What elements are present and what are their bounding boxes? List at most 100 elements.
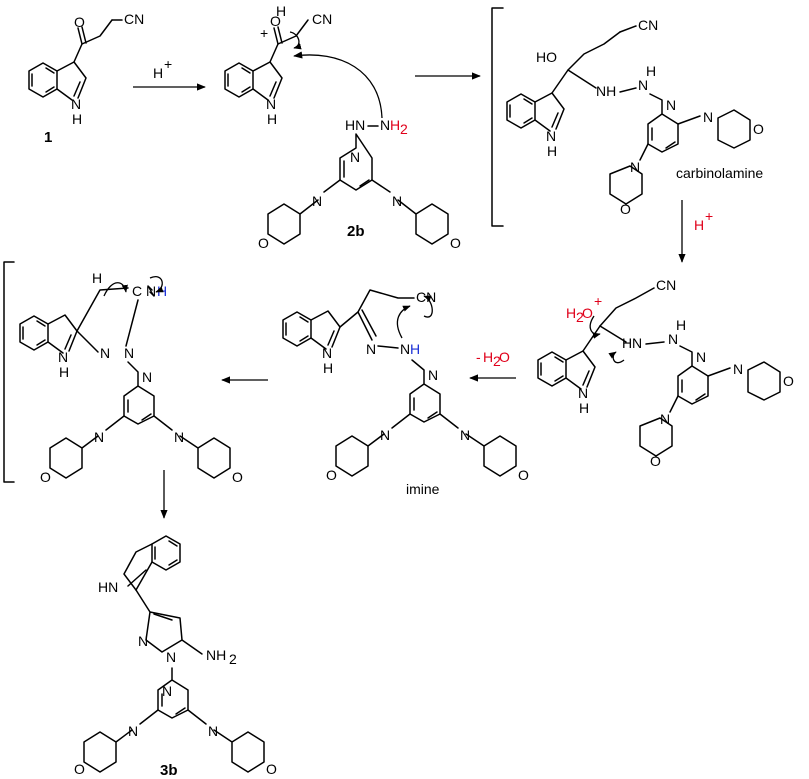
oxonium-h: H bbox=[622, 335, 632, 351]
triazine-n: N bbox=[428, 367, 438, 383]
oxonium-plus: + bbox=[594, 293, 602, 309]
carbinolamine-name: carbinolamine bbox=[676, 165, 763, 181]
morpholine-n-left: N bbox=[94, 429, 104, 445]
indole-nitrogen: N bbox=[546, 128, 556, 144]
morpholine-n-right: N bbox=[733, 361, 743, 377]
compound-label-2b: 2b bbox=[347, 223, 365, 240]
indole-hydrogen: H bbox=[72, 111, 82, 127]
morpholine-n-right: N bbox=[703, 109, 713, 125]
bracket-icon bbox=[491, 7, 504, 227]
reagent-h-step4: H bbox=[483, 349, 493, 365]
nitrile-label: CN bbox=[656, 277, 676, 293]
triazine-n: N bbox=[350, 149, 360, 165]
morpholine-o-right: O bbox=[753, 121, 764, 137]
reagent-h-step1: H bbox=[153, 65, 163, 81]
bracket-icon bbox=[3, 261, 15, 483]
compound-label-1: 1 bbox=[44, 129, 52, 146]
indole-nitrogen: N bbox=[266, 96, 276, 112]
indole-nitrogen: N bbox=[322, 345, 332, 361]
morpholine-o-right: O bbox=[232, 469, 243, 485]
protonated-ketone: + O H CN N H bbox=[224, 3, 332, 127]
morpholine-n-right: N bbox=[392, 193, 402, 209]
morpholine-n-right: N bbox=[460, 427, 470, 443]
reagent-h-step3: H bbox=[694, 217, 704, 233]
indole-hydrogen: H bbox=[267, 111, 277, 127]
indole-hn: HN bbox=[98, 579, 118, 595]
triazine-n: N bbox=[142, 369, 152, 385]
triazine-n: N bbox=[162, 683, 172, 699]
carbonyl-oxygen: O bbox=[74, 14, 85, 30]
reagent-minus-step4: - bbox=[476, 349, 481, 365]
morpholine-o-right: O bbox=[266, 761, 277, 777]
imine-c: C bbox=[132, 283, 142, 299]
compound-1-bonds bbox=[28, 19, 123, 101]
morpholine-o-left: O bbox=[258, 235, 269, 251]
hydrazine-n: N bbox=[638, 77, 648, 93]
morpholine-o-left: O bbox=[326, 467, 337, 483]
cyclized-intermediate: H C N H N N N H N N N O O bbox=[3, 261, 243, 485]
hydrazine-h: H bbox=[410, 341, 420, 357]
hydrazine-n: N bbox=[668, 331, 678, 347]
morpholine-o-left: O bbox=[40, 469, 51, 485]
indole-nitrogen: N bbox=[578, 385, 588, 401]
amine-nh: NH bbox=[206, 647, 226, 663]
protonated-hydrogen: H bbox=[276, 3, 286, 19]
curved-electron-arrow-icon bbox=[396, 305, 411, 339]
carbinolamine-intermediate: HO CN NH H N N H N N O N O carbinolamine bbox=[491, 7, 764, 227]
indole-nitrogen: N bbox=[71, 96, 81, 112]
hydrazine-n: N bbox=[400, 341, 410, 357]
imine-n: N bbox=[366, 341, 376, 357]
oxonium-n: N bbox=[632, 335, 642, 351]
morpholine-o-right: O bbox=[518, 467, 529, 483]
morpholine-o-left: O bbox=[650, 453, 661, 469]
hydrazine-hn: HN bbox=[345, 117, 365, 133]
curved-electron-arrow-icon bbox=[589, 315, 601, 339]
curved-electron-arrow-icon bbox=[289, 31, 302, 50]
nitrile-label: CN bbox=[638, 17, 658, 33]
oxonium-intermediate: H 2 O + CN H N H N N H N N O N O bbox=[537, 277, 794, 469]
pyrazole-n1: N bbox=[138, 633, 148, 649]
curved-electron-arrow-icon bbox=[423, 295, 433, 318]
reagent-plus-step1: + bbox=[164, 56, 172, 72]
triazine-n: N bbox=[666, 97, 676, 113]
hydrazine-n: N bbox=[380, 117, 390, 133]
carbinolamine-nh: NH bbox=[596, 83, 616, 99]
vinyl-h: H bbox=[92, 270, 102, 286]
indole-hydrogen: H bbox=[579, 400, 589, 416]
compound-2b: HN N H 2 N N N O O 2b bbox=[258, 51, 461, 251]
morpholine-n-right: N bbox=[174, 429, 184, 445]
morpholine-o-right: O bbox=[450, 235, 461, 251]
curved-electron-arrow-icon bbox=[103, 282, 128, 297]
indole-hydrogen: H bbox=[323, 360, 333, 376]
morpholine-n-left: N bbox=[660, 411, 670, 427]
water-h: H bbox=[566, 305, 576, 321]
nh2-hydrogen: H bbox=[390, 117, 400, 133]
reagent-o-step4: O bbox=[499, 349, 510, 365]
morpholine-n-right: N bbox=[208, 723, 218, 739]
indole-nitrogen: N bbox=[58, 349, 68, 365]
morpholine-n-left: N bbox=[630, 159, 640, 175]
nh2-subscript: 2 bbox=[400, 121, 408, 137]
morpholine-o-left: O bbox=[74, 761, 85, 777]
pyrazoline-n2: N bbox=[124, 345, 134, 361]
curved-electron-arrow-icon bbox=[293, 51, 383, 119]
compound-3b: HN N N NH 2 N N N O O 3b bbox=[74, 535, 277, 779]
imine-n: N bbox=[146, 283, 156, 299]
hydrazine-h: H bbox=[676, 317, 686, 333]
curved-electron-arrow-icon bbox=[608, 351, 625, 364]
morpholine-n-left: N bbox=[128, 723, 138, 739]
curved-electron-arrow-icon bbox=[149, 276, 164, 293]
plus-charge: + bbox=[260, 25, 268, 41]
imine-name: imine bbox=[406, 481, 440, 497]
reagent-sub-step4: 2 bbox=[493, 353, 501, 369]
hydrazine-h: H bbox=[646, 63, 656, 79]
pyrazoline-n1: N bbox=[100, 345, 110, 361]
morpholine-o-left: O bbox=[620, 201, 631, 217]
pyrazole-n2: N bbox=[166, 649, 176, 665]
hydroxyl-label: HO bbox=[536, 49, 557, 65]
nitrile-label: CN bbox=[124, 11, 144, 27]
morpholine-n-left: N bbox=[312, 193, 322, 209]
morpholine-n-left: N bbox=[380, 427, 390, 443]
morpholine-o-right: O bbox=[783, 373, 794, 389]
